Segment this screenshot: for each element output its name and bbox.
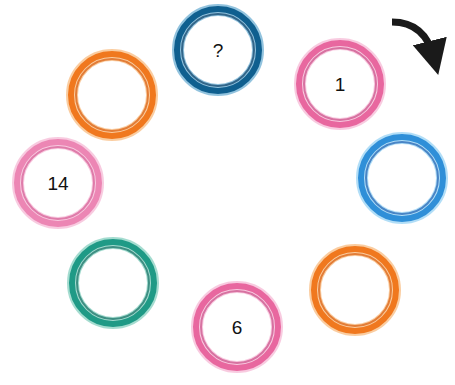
- teal-ring: [72, 242, 154, 324]
- orange-ring: [314, 249, 396, 331]
- ring-node: 14: [11, 136, 105, 230]
- ring-number: 6: [232, 318, 243, 337]
- ring-node: 1: [293, 37, 387, 131]
- ring-number: ?: [213, 41, 224, 60]
- ring-number: 1: [335, 75, 346, 94]
- orange-ring: [71, 54, 153, 136]
- direction-arrow: [392, 22, 434, 58]
- ring-number: 14: [47, 174, 68, 193]
- blue-ring: [361, 137, 443, 219]
- ring-node: 6: [190, 280, 284, 374]
- ring-node: ?: [171, 3, 265, 97]
